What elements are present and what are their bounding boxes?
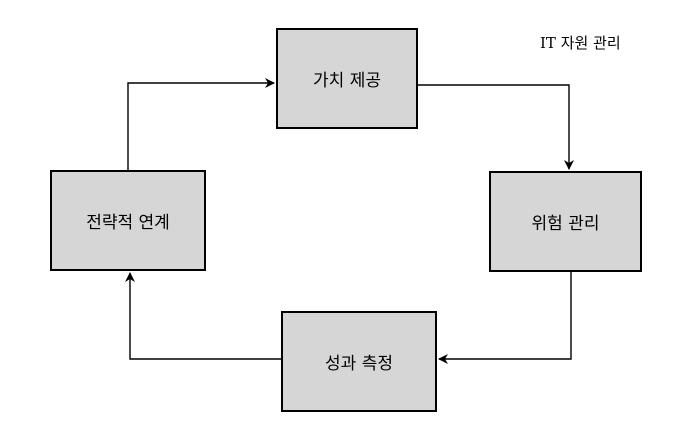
strategic-alignment-box: 전략적 연계 xyxy=(50,170,206,271)
it-resource-management-label: IT 자원 관리 xyxy=(540,34,621,52)
arrow-performance-to-alignment xyxy=(125,272,281,360)
performance-measurement-label: 성과 측정 xyxy=(325,354,393,374)
arrow-risk-to-performance xyxy=(438,272,572,364)
risk-management-box: 위험 관리 xyxy=(489,171,642,272)
performance-measurement-box: 성과 측정 xyxy=(281,311,437,412)
arrow-alignment-to-value xyxy=(127,78,275,170)
risk-management-label: 위험 관리 xyxy=(531,214,600,234)
strategic-alignment-label: 전략적 연계 xyxy=(86,213,170,233)
value-delivery-label: 가치 제공 xyxy=(313,71,381,91)
value-delivery-box: 가치 제공 xyxy=(276,28,418,129)
arrow-value-to-risk xyxy=(418,84,574,170)
